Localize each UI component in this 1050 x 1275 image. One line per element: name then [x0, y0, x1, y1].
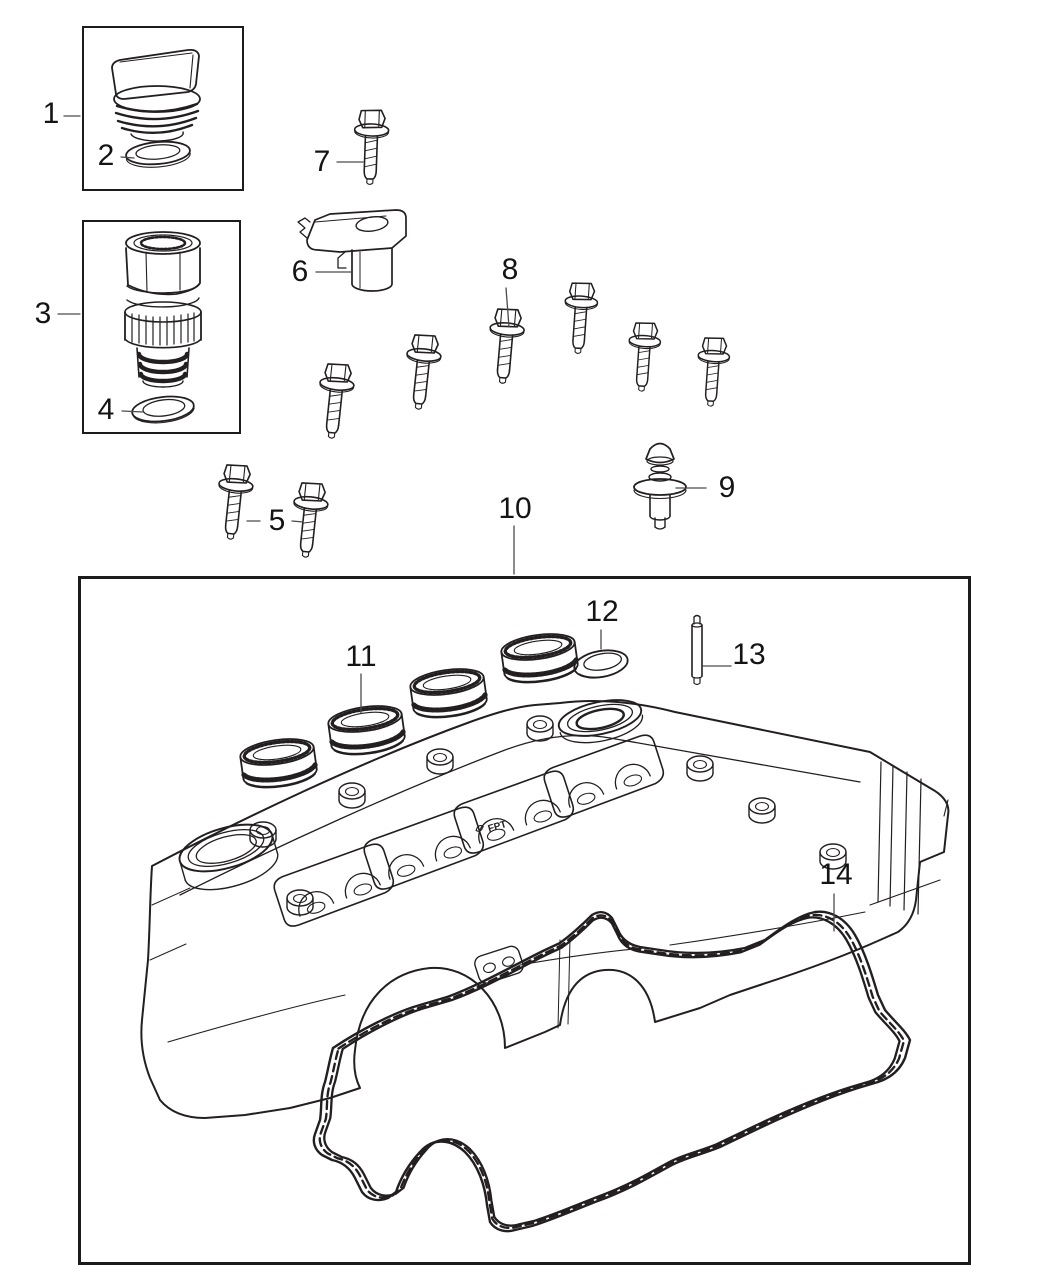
callout-13: 13 — [732, 638, 766, 671]
part-8-bolt-5-art — [624, 320, 663, 393]
callout-7: 7 — [313, 145, 331, 178]
callout-11: 11 — [345, 640, 377, 673]
leader-lines — [57, 115, 835, 932]
callout-6: 6 — [291, 255, 309, 288]
part-9-ball-stud-art — [633, 442, 687, 530]
callout-9: 9 — [718, 471, 736, 504]
part-11-tube-seal-3-art — [409, 665, 489, 722]
callout-1: 1 — [42, 97, 60, 130]
callout-14: 14 — [819, 858, 853, 891]
part-7-bolt-art — [351, 108, 391, 186]
callout-5: 5 — [268, 504, 286, 537]
main-box-cover-assembly — [78, 576, 971, 1265]
part-8-bolt-1-art — [313, 361, 357, 441]
part-6-bracket-art — [297, 209, 407, 292]
part-5-bolt-left-art — [212, 462, 256, 542]
part-11-tube-seal-4-art — [500, 630, 580, 687]
callout-10: 10 — [498, 492, 532, 525]
part-5-bolt-right-art — [287, 480, 331, 560]
cover-engraving-text: FPT — [487, 819, 508, 835]
part-10-valve-cover-art: FPT — [140, 699, 950, 1119]
inset-box-oil-cap — [82, 26, 244, 191]
callout-8: 8 — [501, 253, 519, 286]
part-8-bolt-4-art — [560, 280, 600, 356]
callout-4: 4 — [97, 393, 115, 426]
callout-2: 2 — [97, 139, 115, 172]
callout-3: 3 — [34, 297, 52, 330]
part-14-gasket-art — [312, 910, 912, 1233]
part-8-bolt-2-art — [400, 332, 444, 412]
inset-box-fitting — [82, 220, 241, 434]
part-2-cap-gasket-art — [125, 140, 191, 168]
part-13-stud-art — [691, 614, 703, 686]
part-12-oring-art — [573, 649, 629, 679]
callout-12: 12 — [585, 595, 619, 628]
part-8-bolt-6-art — [693, 335, 732, 408]
part-11-tube-seal-1-art — [239, 735, 319, 792]
part-3-fitting-art — [124, 231, 202, 388]
part-1-oil-filler-cap-art — [111, 48, 201, 142]
part-8-bolt-3-art — [484, 306, 527, 386]
part-4-fitting-seal-art — [131, 395, 195, 424]
